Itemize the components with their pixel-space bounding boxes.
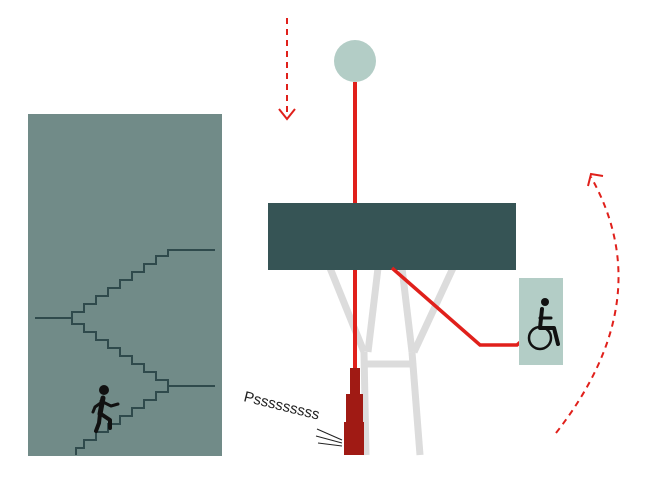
- curved-arrow-head: [587, 172, 604, 187]
- down-arrow-head: [278, 108, 296, 121]
- walking-person-icon: [91, 385, 120, 433]
- stairwell-panel: [28, 114, 222, 456]
- support-legs: [326, 266, 457, 456]
- upper-stair-left-flight: [35, 249, 215, 319]
- sound-lines: [315, 428, 343, 447]
- psss-sound-label: Psssssssss: [242, 388, 321, 423]
- lower-stair-flight: [75, 386, 169, 455]
- wheelchair-user-icon: [527, 298, 560, 351]
- upper-stair-right-flight: [71, 318, 215, 387]
- platform-block: [268, 203, 516, 270]
- hydraulic-piston: [344, 368, 364, 455]
- curved-dashed-arrow: [555, 176, 620, 434]
- mast-ball: [334, 40, 376, 82]
